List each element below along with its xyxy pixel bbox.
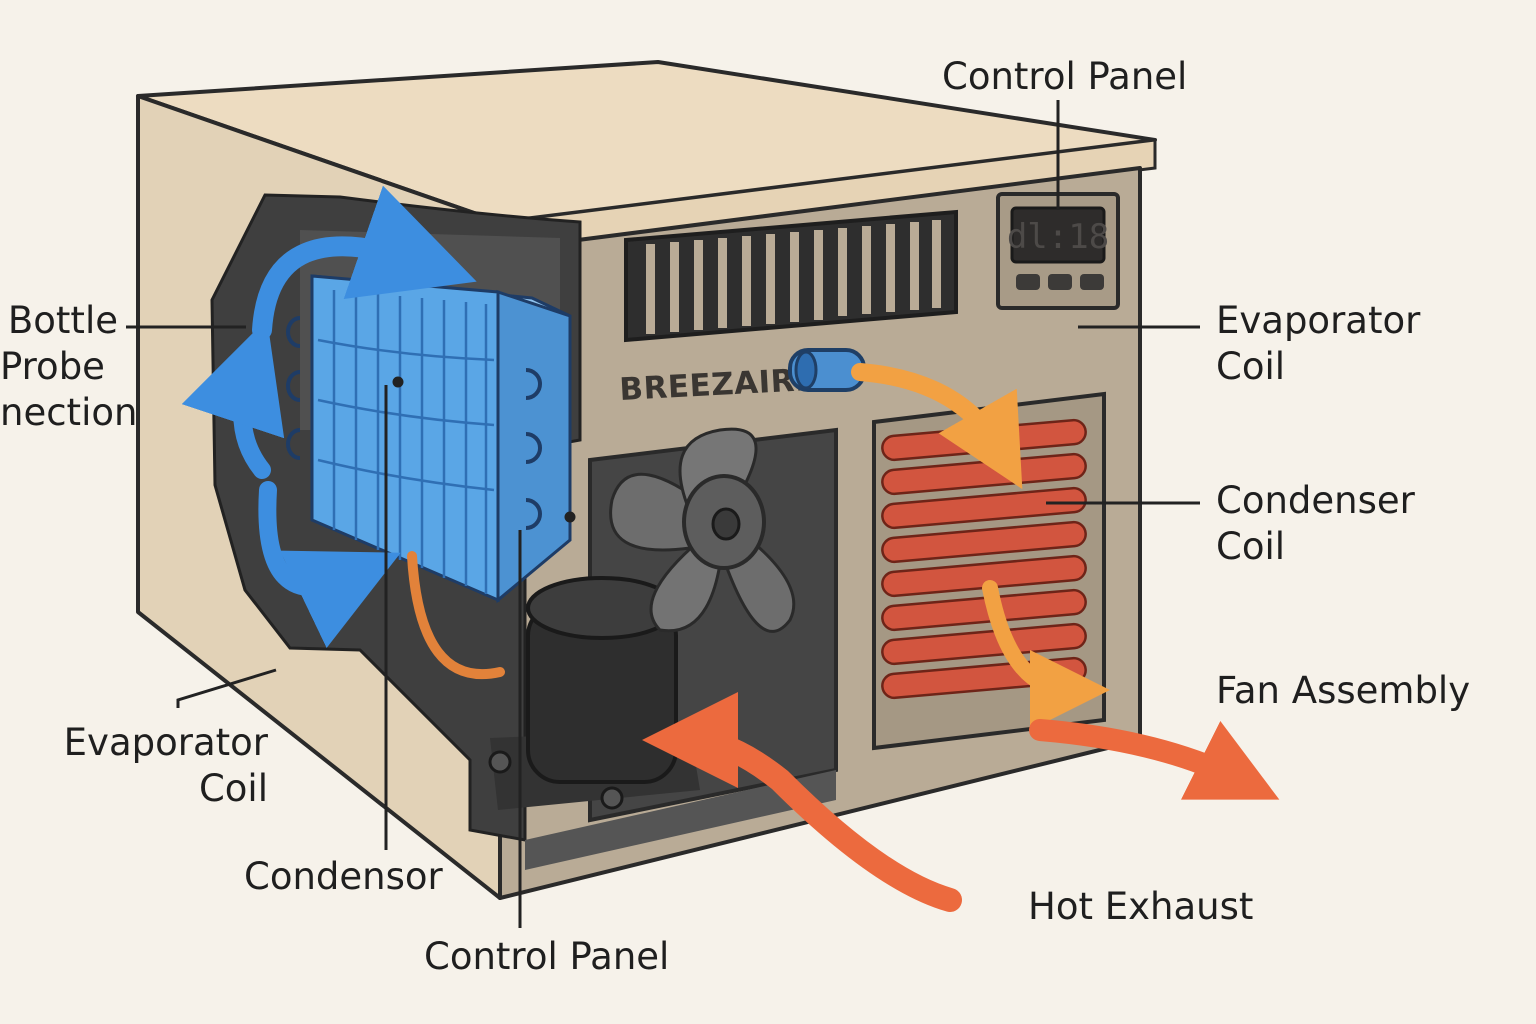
fan-assembly <box>609 427 796 633</box>
label-condenser-coil: Condenser Coil <box>1216 479 1415 568</box>
control-button <box>1080 274 1104 290</box>
evaporator-return-bends <box>286 316 542 530</box>
hot-exhaust-arrow <box>642 692 962 912</box>
control-button <box>1048 274 1072 290</box>
label-fan-assembly: Fan Assembly <box>1216 669 1471 712</box>
fan-hub-center <box>711 507 741 541</box>
hot-exhaust-arrow <box>1029 719 1280 800</box>
leader-bottle-probe-end <box>392 376 404 388</box>
vent-grille <box>624 209 958 343</box>
compartment-floor <box>525 770 836 870</box>
label-evaporator-coil-right: Evaporator Coil <box>1216 299 1421 388</box>
control-panel: dl:18 <box>996 192 1120 310</box>
label-bottle-probe-line: Bottle <box>7 299 118 342</box>
label-evaporator-coil-left: Evaporator Coil <box>63 721 268 810</box>
control-button <box>1016 274 1040 290</box>
leader-evaporator-left <box>176 668 277 708</box>
leader-control-panel-bottom-end <box>564 511 576 523</box>
label-hot-exhaust: Hot Exhaust <box>1028 885 1254 928</box>
mount-bolt <box>488 750 512 774</box>
label-bottle-probe-line: Probe <box>0 345 105 388</box>
vent-louvers <box>646 220 941 334</box>
label-condensor: Condensor <box>244 855 443 898</box>
warm-airflow-arrow <box>982 580 1110 730</box>
mount-bolt <box>600 786 624 810</box>
leader-lines <box>126 100 1200 928</box>
cool-airflow-arrow <box>181 318 285 479</box>
warm-airflow-arrow <box>851 363 1023 490</box>
label-bottle-probe-line: nection <box>0 391 138 434</box>
refrigerant-line <box>407 551 505 680</box>
cool-airflow-arrow <box>258 481 401 648</box>
evaporator-fins <box>317 290 495 594</box>
airflow-arrows <box>181 185 1280 912</box>
cool-airflow-arrow <box>252 185 477 340</box>
label-control-panel-top: Control Panel <box>942 55 1188 98</box>
display-readout: dl:18 <box>1007 217 1109 257</box>
label-control-panel-bottom: Control Panel <box>424 935 670 978</box>
label-bottle-probe-connection: Bottle Probe nection <box>0 298 138 436</box>
